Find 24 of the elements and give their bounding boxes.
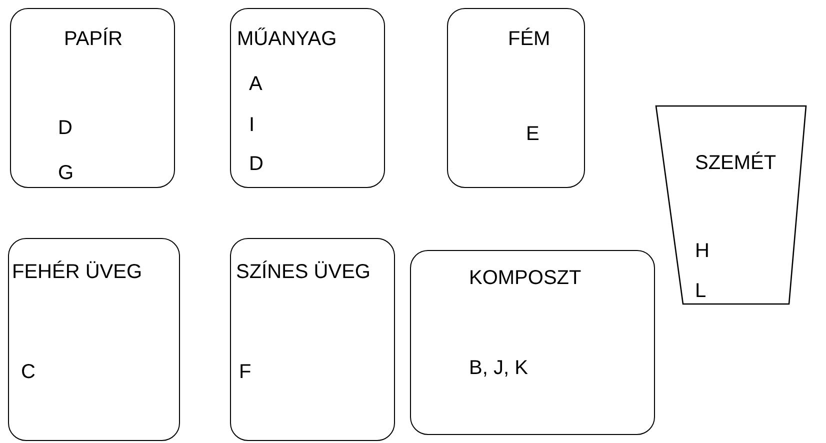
category-box bbox=[447, 8, 585, 188]
item-letters: C bbox=[21, 361, 36, 383]
item-letters: G bbox=[58, 162, 74, 184]
item-letters: F bbox=[239, 361, 252, 383]
item-letters: D bbox=[58, 117, 72, 139]
item-letters: I bbox=[249, 114, 255, 136]
category-box bbox=[410, 250, 655, 435]
item-letters: D bbox=[249, 153, 264, 175]
category-heading: PAPÍR bbox=[64, 28, 123, 50]
item-letters: E bbox=[526, 123, 540, 145]
category-heading: SZEMÉT bbox=[695, 152, 776, 174]
category-box bbox=[230, 238, 395, 441]
item-letters: A bbox=[249, 73, 262, 95]
category-box bbox=[8, 238, 180, 441]
category-heading: KOMPOSZT bbox=[469, 267, 582, 289]
category-heading: MŰANYAG bbox=[237, 28, 337, 50]
category-heading: FÉM bbox=[508, 28, 550, 50]
category-heading: SZÍNES ÜVEG bbox=[236, 261, 370, 283]
item-letters: H bbox=[695, 240, 710, 262]
item-letters: B, J, K bbox=[469, 357, 528, 379]
category-heading: FEHÉR ÜVEG bbox=[12, 261, 142, 283]
item-letters: L bbox=[695, 280, 706, 302]
category-box bbox=[10, 8, 175, 188]
category-box bbox=[230, 8, 385, 188]
